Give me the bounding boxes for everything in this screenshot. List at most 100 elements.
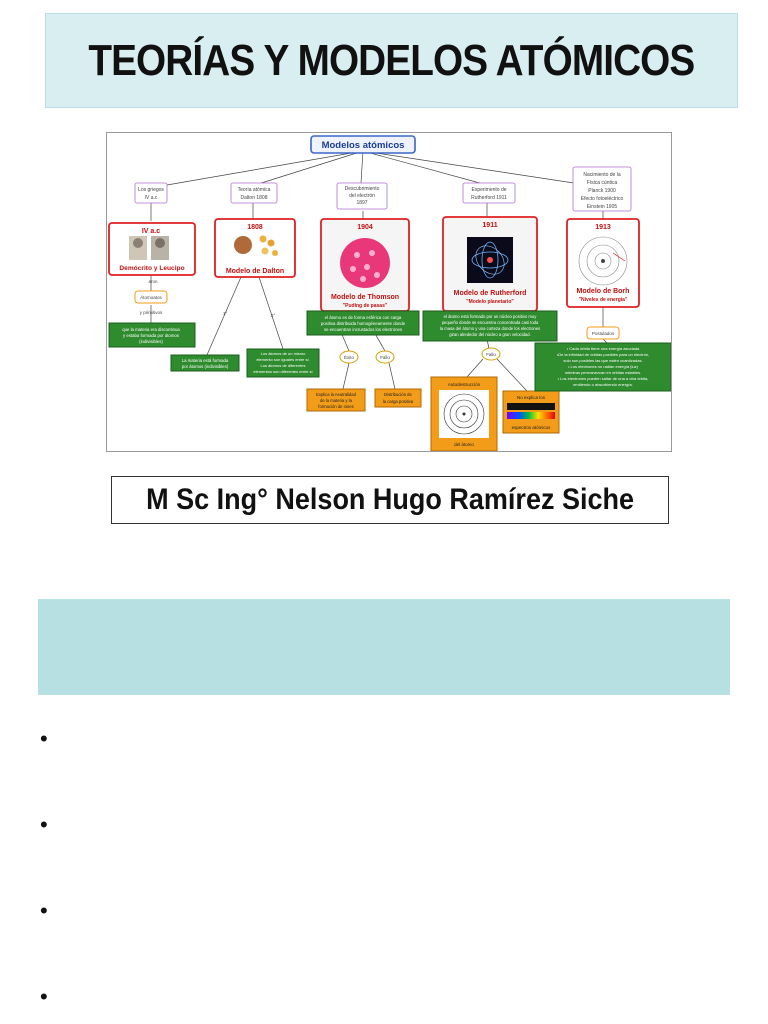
svg-text:Dalton 1808: Dalton 1808 [241,195,268,201]
thomson-fail-box [374,388,422,408]
svg-text:1904: 1904 [357,224,373,231]
concept-map-svg: Modelos atómicos Los griegos IV a.c Teor… [108,135,671,451]
svg-text:Descubrimiento: Descubrimiento [345,186,380,192]
svg-text:espectros atómicos: espectros atómicos [512,425,552,430]
node-thomson: 1904 Modelo de Thomson "Puding de pasas" [320,218,410,312]
svg-text:"Puding de pasas": "Puding de pasas" [343,303,388,309]
svg-text:por átomos (indivisibles): por átomos (indivisibles) [182,364,229,369]
thomson-ok-node [339,350,359,364]
root-node [310,135,416,154]
node-dalton: 1808 Modelo de Dalton [214,218,296,278]
svg-text:1897: 1897 [356,200,367,206]
author-box: M Sc Ing° Nelson Hugo Ramírez Siche [111,476,669,524]
svg-text:Distribución de: Distribución de [384,392,412,397]
svg-text:Nacimiento de la: Nacimiento de la [583,172,620,178]
svg-text:mientras permanezcan en órbita: mientras permanezcan en órbitas estables… [565,370,641,375]
svg-text:La materia está formada: La materia está formada [182,358,229,363]
node-democrito: IV a.c Demócrito y Leucipo [108,222,196,276]
svg-text:Autodestrucción: Autodestrucción [448,382,481,387]
svg-text:elemento son iguales entre sí.: elemento son iguales entre sí. [256,357,309,362]
svg-text:positiva distribuida homogénea: positiva distribuida homogéneamente dond… [321,321,406,326]
svg-text:IV a.c: IV a.c [142,228,160,235]
svg-text:Los átomos de diferentes: Los átomos de diferentes [261,363,306,368]
svg-text:Modelo de Borh: Modelo de Borh [577,288,630,295]
svg-text:emitiendo o absorbiendo energí: emitiendo o absorbiendo energía. [573,382,633,387]
svg-text:Éxito: Éxito [344,354,355,360]
slide-title: TEORÍAS Y MODELOS ATÓMICOS [88,35,695,85]
svg-text:Einstein 1905: Einstein 1905 [587,204,618,210]
title-box: TEORÍAS Y MODELOS ATÓMICOS [45,13,738,108]
svg-text:• Los electrones no radian ene: • Los electrones no radian energía (luz) [568,364,639,369]
svg-text:Fallo: Fallo [486,352,496,357]
node-bohr: 1913 Modelo de Borh "Niveles de energía" [566,218,640,308]
svg-text:Explica la neutralidad: Explica la neutralidad [316,392,356,397]
bullet-3: • [40,898,48,923]
svg-text:•De la infinidad de órbitas po: •De la infinidad de órbitas posibles par… [557,352,649,357]
svg-text:Modelo de Rutherford: Modelo de Rutherford [454,290,527,297]
svg-text:del átomo: del átomo [454,442,474,447]
svg-text:Fallo: Fallo [380,355,390,360]
subtitle-band [38,599,730,695]
democrito-node: Átomoatos [140,294,162,300]
svg-text:que la materia era discontinua: que la materia era discontinua [122,327,180,332]
svg-text:(indivisibles): (indivisibles) [139,339,163,344]
thomson-ok-box [306,388,366,412]
svg-text:el átomo es de forma esférica: el átomo es de forma esférica con carga [325,315,402,320]
svg-text:y estaba formada por átomos: y estaba formada por átomos [123,333,179,338]
svg-text:la carga positiva: la carga positiva [383,399,414,404]
rutherford-text-box [422,310,558,342]
svg-text:Demócrito y Leucipo: Demócrito y Leucipo [119,265,184,272]
svg-text:"Modelo planetario": "Modelo planetario" [466,299,514,305]
democrito-node-box [134,290,168,304]
rutherford-fail-node [481,347,501,361]
svg-text:Modelo de Dalton: Modelo de Dalton [226,268,284,275]
svg-text:Efecto fotoeléctrico: Efecto fotoeléctrico [581,196,624,202]
bullet-4: • [40,984,48,1009]
bohr-text-box [534,342,671,392]
svg-text:giran alrededor del núcleo a g: giran alrededor del núcleo a gran veloci… [449,332,530,337]
svg-text:del electrón: del electrón [349,193,375,199]
bullet-1: • [40,726,48,751]
root-node-label: Modelos atómicos [322,140,405,151]
democrito-link2: y primitivos [140,310,163,315]
dalton-text2-box [246,348,320,378]
svg-text:de la materia y la: de la materia y la [320,398,353,403]
svg-text:Rutherford 1911: Rutherford 1911 [471,195,507,201]
svg-text:el átomo está formado por un n: el átomo está formado por un núcleo posi… [444,314,538,319]
bohr-link-box [586,326,620,340]
thomson-fail-node [375,350,395,364]
author-name: M Sc Ing° Nelson Hugo Ramírez Siche [146,483,634,516]
dalton-link1: 1° [223,311,228,316]
svg-text:1913: 1913 [595,224,611,231]
svg-text:se encuentran incrustados los: se encuentran incrustados los electrones [324,327,402,332]
concept-map: Modelos atómicos Los griegos IV a.c Teor… [106,132,672,452]
svg-text:• Cada órbita tiene una energí: • Cada órbita tiene una energía asociada [567,346,640,351]
dalton-text1-box [170,354,240,372]
thomson-text-box [306,310,420,336]
svg-text:Modelo de Thomson: Modelo de Thomson [331,294,399,301]
svg-text:formación de iones: formación de iones [318,404,353,409]
bohr-link: Postulados [592,331,615,336]
svg-text:IV a.c: IV a.c [145,195,158,201]
dalton-link2: 2° [271,313,276,318]
svg-text:No explica los: No explica los [517,395,546,400]
svg-text:solo son posibles las que esté: solo son posibles las que estén cuantiza… [563,358,642,363]
democrito-text-box [108,322,196,348]
svg-text:Experimento de: Experimento de [471,187,506,193]
svg-text:• Los electrones pueden saltar: • Los electrones pueden saltar de una a … [558,376,649,381]
svg-text:Los griegos: Los griegos [138,187,164,193]
svg-text:1808: 1808 [247,224,263,231]
svg-text:la masa del átomo y una cortez: la masa del átomo y una corteza donde lo… [440,326,540,331]
democrito-link: aron [148,279,158,284]
svg-text:Los átomos de un mismo: Los átomos de un mismo [261,351,306,356]
svg-text:Teoría atómica: Teoría atómica [238,187,271,193]
bullet-2: • [40,812,48,837]
svg-text:elementos son diferentes entre: elementos son diferentes entre sí [253,369,313,374]
map-connectors [150,150,608,392]
branch-labels: Los griegos IV a.c Teoría atómica Dalton… [134,166,632,212]
svg-text:"Niveles de energía": "Niveles de energía" [579,297,628,303]
svg-text:pequeño donde se encuentra con: pequeño donde se encuentra concentrada c… [442,320,539,325]
node-rutherford: 1911 Modelo de Rutherford "Modelo planet… [442,216,538,312]
svg-text:Planck 1900: Planck 1900 [588,188,616,194]
svg-text:Física cúntica: Física cúntica [587,180,618,186]
